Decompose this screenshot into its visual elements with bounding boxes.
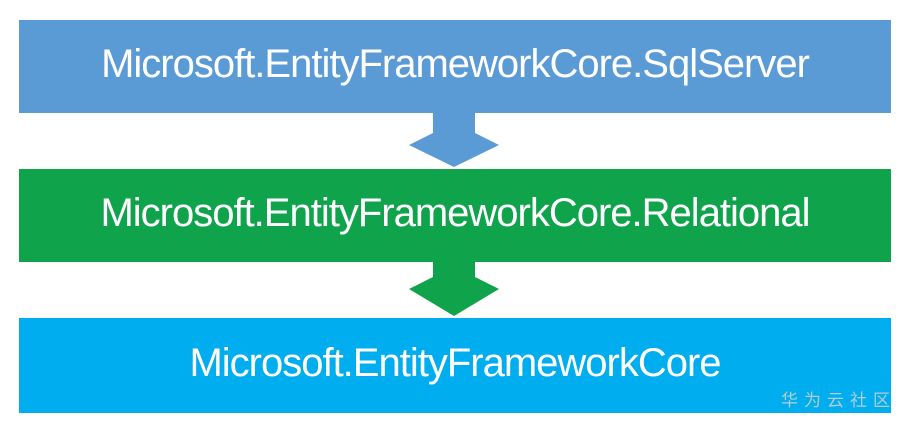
edge-arrow-relational-to-core: [409, 260, 499, 316]
down-arrow-icon: [409, 112, 499, 167]
node-sqlserver: Microsoft.EntityFrameworkCore.SqlServer: [19, 20, 891, 113]
watermark: 华为云社区: [781, 391, 896, 410]
node-core-label: Microsoft.EntityFrameworkCore: [189, 340, 721, 385]
edge-arrow-sqlserver-to-relational: [409, 112, 499, 167]
down-arrow-icon: [409, 260, 499, 316]
node-relational-label: Microsoft.EntityFrameworkCore.Relational: [100, 190, 810, 235]
node-core: Microsoft.EntityFrameworkCore: [19, 318, 891, 413]
node-sqlserver-label: Microsoft.EntityFrameworkCore.SqlServer: [101, 41, 810, 86]
node-relational: Microsoft.EntityFrameworkCore.Relational: [19, 169, 891, 262]
